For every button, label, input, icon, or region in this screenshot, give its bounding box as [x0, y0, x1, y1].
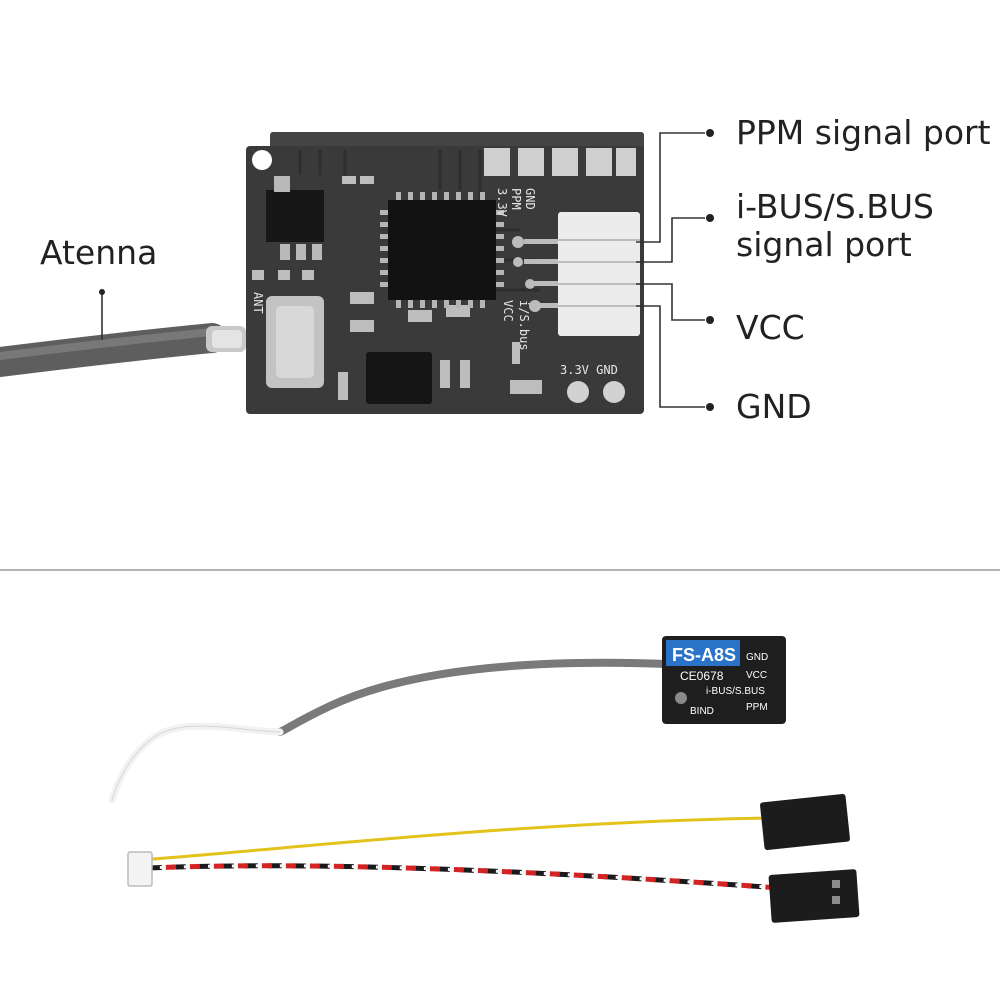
callout-leaders: [101, 132, 705, 408]
antenna-cable: [0, 323, 246, 377]
case-model-label: [666, 640, 740, 666]
case-pin-ppm: PPM: [746, 702, 768, 713]
case-bind: BIND: [690, 706, 714, 717]
case-cert: CE0678: [680, 669, 724, 683]
receiver-case: FS-A8S CE0678 GND VCC i-BUS/S.BUS PPM BI…: [662, 636, 786, 724]
bind-button: [675, 692, 687, 704]
pcb-board: GND PPM 3.3V VCC i/S.bus 3.3V GND ANT: [246, 132, 644, 414]
callout-vcc: VCC: [736, 308, 805, 347]
case-pin-vcc: VCC: [746, 670, 767, 681]
callout-ppm: PPM signal port: [736, 113, 991, 152]
bullet-gnd: [706, 403, 714, 411]
bullet-vcc: [706, 316, 714, 324]
case-pin-ibus: i-BUS/S.BUS: [706, 686, 765, 697]
case-pin-gnd: GND: [746, 652, 768, 663]
bullet-ibus: [706, 214, 714, 222]
callout-antenna: Atenna: [40, 233, 158, 272]
silk-gnd: GND: [523, 188, 537, 210]
bullet-ppm: [706, 129, 714, 137]
silk-vcc: VCC: [501, 300, 515, 322]
silk-ant: ANT: [251, 292, 265, 314]
bullet-antenna: [99, 289, 105, 295]
receiver-antenna-wire: [108, 658, 672, 804]
silk-33v: 3.3V: [495, 188, 509, 217]
case-model: FS-A8S: [672, 645, 736, 665]
callout-ibus-line1: i-BUS/S.BUS: [736, 187, 934, 226]
callout-gnd: GND: [736, 387, 812, 426]
silk-ibus: i/S.bus: [517, 300, 531, 351]
servo-cables: [127, 793, 860, 923]
callout-ibus-line2: signal port: [736, 225, 912, 264]
silk-ppm: PPM: [509, 188, 523, 210]
silk-bottom: 3.3V GND: [560, 363, 618, 377]
